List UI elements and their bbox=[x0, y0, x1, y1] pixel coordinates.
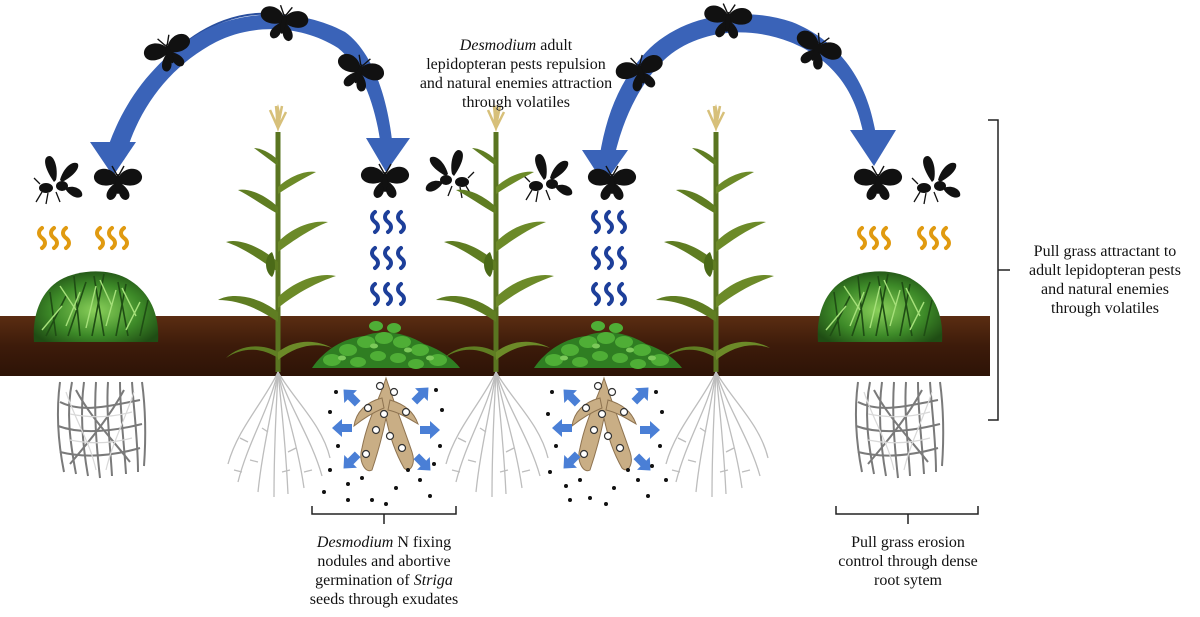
root-icon bbox=[227, 371, 331, 498]
push-arrow-icon bbox=[557, 383, 585, 411]
root-icon bbox=[445, 371, 549, 498]
volatile-icon bbox=[857, 226, 867, 250]
moth-icon bbox=[853, 165, 903, 201]
volatile-icon bbox=[370, 210, 380, 234]
wasp-icon bbox=[911, 155, 961, 205]
label-text: adult lepidopteran pests bbox=[1029, 262, 1181, 279]
push-arrow-icon bbox=[407, 381, 435, 409]
desmodium-volatiles-right bbox=[591, 210, 627, 306]
push-arrow-icon bbox=[337, 447, 365, 475]
label-desmodium-volatiles: Desmodium adult lepidopteran pests repul… bbox=[398, 36, 634, 112]
label-text: seeds through exudates bbox=[309, 591, 459, 608]
label-text: and natural enemies bbox=[1041, 281, 1169, 298]
arrowhead-left-a bbox=[90, 142, 136, 176]
wasp-icon bbox=[33, 155, 83, 205]
volatile-icon bbox=[37, 226, 47, 250]
volatile-icon bbox=[95, 226, 105, 250]
volatile-icon bbox=[881, 226, 891, 250]
label-text: lepidopteran pests repulsion bbox=[426, 56, 606, 73]
volatile-icon bbox=[383, 282, 393, 306]
volatile-icon bbox=[591, 246, 601, 270]
napier-grass-icon bbox=[32, 270, 160, 343]
label-italic: Striga bbox=[413, 572, 453, 589]
volatile-icon bbox=[396, 282, 406, 306]
volatile-icon bbox=[49, 226, 59, 250]
push-arrow-icon bbox=[627, 381, 655, 409]
volatile-icon bbox=[370, 282, 380, 306]
label-desmodium-nodules: Desmodium N fixing nodules and abortive … bbox=[288, 533, 480, 609]
volatile-icon bbox=[917, 226, 927, 250]
arrowhead-left-b bbox=[366, 138, 410, 172]
push-arrow-icon bbox=[332, 419, 352, 437]
volatile-icon bbox=[383, 246, 393, 270]
nodule-icon bbox=[571, 377, 637, 472]
bracket-icon bbox=[311, 506, 457, 524]
label-text: Pull grass erosion bbox=[851, 534, 965, 551]
volatile-icon bbox=[869, 226, 879, 250]
label-pull-grass-erosion: Pull grass erosion control through dense… bbox=[820, 533, 996, 590]
nodule-icon bbox=[353, 377, 419, 472]
label-text: through volatiles bbox=[1051, 300, 1159, 317]
push-arrow-icon bbox=[337, 383, 365, 411]
bracket-icon bbox=[988, 119, 1010, 421]
volatile-icon bbox=[929, 226, 939, 250]
label-italic: Desmodium bbox=[459, 37, 537, 54]
volatile-icon bbox=[107, 226, 117, 250]
bracket-icon bbox=[835, 506, 979, 524]
volatile-icon bbox=[396, 210, 406, 234]
grass-root-right bbox=[854, 381, 945, 479]
push-arrow-icon bbox=[420, 421, 440, 439]
grass-volatiles-left bbox=[37, 226, 129, 250]
volatile-icon bbox=[591, 282, 601, 306]
label-text: nodules and abortive bbox=[317, 553, 451, 570]
push-arrow-icon bbox=[629, 449, 657, 477]
label-text: through volatiles bbox=[462, 94, 570, 111]
volatile-icon bbox=[119, 226, 129, 250]
volatile-icon bbox=[604, 282, 614, 306]
arrowhead-right-b bbox=[850, 130, 896, 166]
curved-arrow-right bbox=[598, 14, 876, 168]
volatile-icon bbox=[383, 210, 393, 234]
volatile-icon bbox=[396, 246, 406, 270]
striga-seeds bbox=[322, 388, 668, 506]
grass-root-left bbox=[56, 381, 147, 479]
label-text: germination of bbox=[315, 572, 414, 589]
volatile-icon bbox=[604, 210, 614, 234]
root-icon bbox=[665, 371, 769, 498]
label-text: control through dense bbox=[838, 553, 978, 570]
label-text: and natural enemies attraction bbox=[419, 75, 613, 92]
push-arrow-icon bbox=[640, 421, 660, 439]
label-italic: Desmodium bbox=[316, 534, 394, 551]
volatile-icon bbox=[941, 226, 951, 250]
volatile-icon bbox=[61, 226, 71, 250]
volatile-icon bbox=[370, 246, 380, 270]
volatile-icon bbox=[604, 246, 614, 270]
grass-volatiles-right bbox=[857, 226, 951, 250]
volatile-icon bbox=[591, 210, 601, 234]
moth-icon bbox=[93, 165, 143, 201]
label-text: Pull grass attractant to bbox=[1033, 243, 1177, 260]
volatile-icon bbox=[617, 246, 627, 270]
label-text: adult bbox=[536, 37, 573, 54]
curved-arrow-left bbox=[104, 14, 392, 160]
napier-grass-icon bbox=[816, 270, 944, 343]
wasp-icon bbox=[523, 153, 573, 203]
push-arrow-icon bbox=[552, 419, 572, 437]
label-text: N fixing bbox=[393, 534, 452, 551]
label-pull-grass-attractant: Pull grass attractant to adult lepidopte… bbox=[1012, 242, 1198, 318]
label-text: root sytem bbox=[874, 572, 942, 589]
volatile-icon bbox=[617, 210, 627, 234]
arrowhead-right-a bbox=[582, 150, 628, 184]
arrow-left-to-desmodium bbox=[111, 12, 271, 161]
desmodium-volatiles-left bbox=[370, 210, 406, 306]
volatile-icon bbox=[617, 282, 627, 306]
